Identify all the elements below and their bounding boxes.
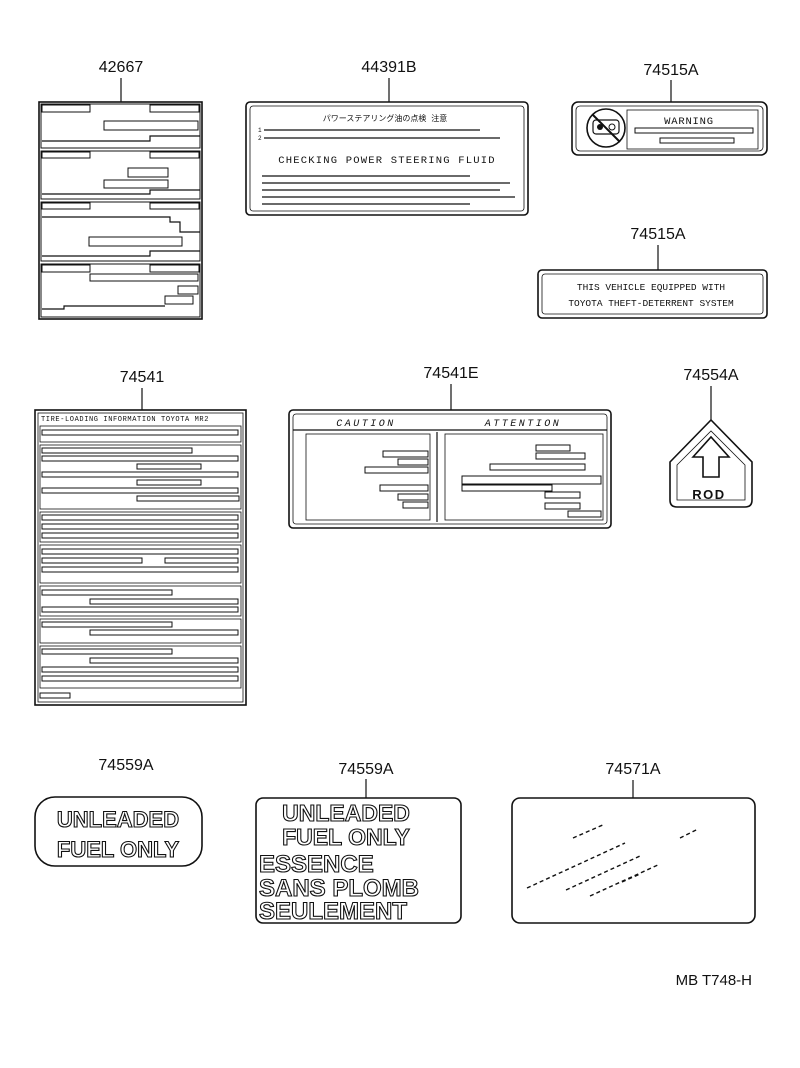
theft-line-1: THIS VEHICLE EQUIPPED WITH xyxy=(577,282,725,293)
label-unleaded-en-frame xyxy=(34,796,203,867)
label-74541-sheet xyxy=(34,409,247,706)
label-74554a-outline xyxy=(669,418,753,508)
part-74559a-en: 74559A UNLEADED FUEL ONLY xyxy=(34,757,203,867)
part-74559a-bilingual: 74559A UNLEADED FUEL ONLY ESSENCE SANS P… xyxy=(255,761,462,926)
label-74571a-frame xyxy=(511,797,756,924)
label-44391b-frame xyxy=(245,101,529,216)
rod-text: ROD xyxy=(692,487,725,502)
part-number-74571a: 74571A xyxy=(605,761,660,778)
part-74571a: 74571A xyxy=(511,761,756,924)
sans-plomb-text: SANS PLOMB xyxy=(259,875,419,902)
no-tamper-icon xyxy=(586,108,626,148)
label-42667-sheet xyxy=(38,101,203,320)
diagram-code: MB T748-H xyxy=(676,972,752,989)
seulement-text: SEULEMENT xyxy=(259,898,407,925)
step-number: 1 xyxy=(258,127,262,134)
part-74554a: 74554A ROD xyxy=(669,367,753,508)
part-44391b: 44391B パワーステアリング油の点検 注意 1 2 CHECKING POW… xyxy=(245,59,529,216)
tire-info-rows xyxy=(39,425,242,699)
essence-text: ESSENCE xyxy=(259,851,374,878)
part-74515a-theft: 74515A THIS VEHICLE EQUIPPED WITH TOYOTA… xyxy=(537,226,768,319)
part-74515a-warning: 74515A WARNING xyxy=(571,62,768,156)
step-number: 2 xyxy=(258,135,262,142)
label-jp-title: パワーステアリング油の点検 注意 xyxy=(323,113,447,124)
label-74541e-frame xyxy=(288,409,612,529)
part-number-74559a: 74559A xyxy=(98,757,153,774)
part-number-74541e: 74541E xyxy=(423,365,478,382)
part-42667: 42667 xyxy=(38,59,203,320)
unleaded-text: UNLEADED xyxy=(282,800,410,826)
warning-text: WARNING xyxy=(664,116,714,128)
part-number-44391b: 44391B xyxy=(361,59,416,76)
label-theft-frame xyxy=(537,269,768,319)
fuel-only-text: FUEL ONLY xyxy=(282,824,410,850)
label-unleaded-bi-frame xyxy=(255,797,462,924)
part-number-74541: 74541 xyxy=(120,369,165,386)
theft-line-2: TOYOTA THEFT-DETERRENT SYSTEM xyxy=(568,298,734,309)
label-warning-frame xyxy=(571,101,768,156)
caution-header: CAUTION xyxy=(336,419,396,430)
part-74541: 74541 TIRE-LOADING INFORMATION TOYOTA MR… xyxy=(34,369,247,706)
label-title: CHECKING POWER STEERING FLUID xyxy=(278,155,496,167)
attention-header: ATTENTION xyxy=(484,419,562,430)
up-arrow-icon xyxy=(691,435,731,478)
fuel-only-text: FUEL ONLY xyxy=(57,837,180,862)
part-number-74559a: 74559A xyxy=(338,761,393,778)
part-number-42667: 42667 xyxy=(99,59,144,76)
tire-info-header: TIRE-LOADING INFORMATION TOYOTA MR2 xyxy=(41,416,209,424)
part-number-74515a: 74515A xyxy=(643,62,698,79)
unleaded-text: UNLEADED xyxy=(57,807,179,832)
reflection-hatch xyxy=(526,823,699,897)
part-number-74515a: 74515A xyxy=(630,226,685,243)
part-number-74554a: 74554A xyxy=(683,367,738,384)
part-74541e: 74541E CAUTION ATTENTION xyxy=(288,365,612,529)
